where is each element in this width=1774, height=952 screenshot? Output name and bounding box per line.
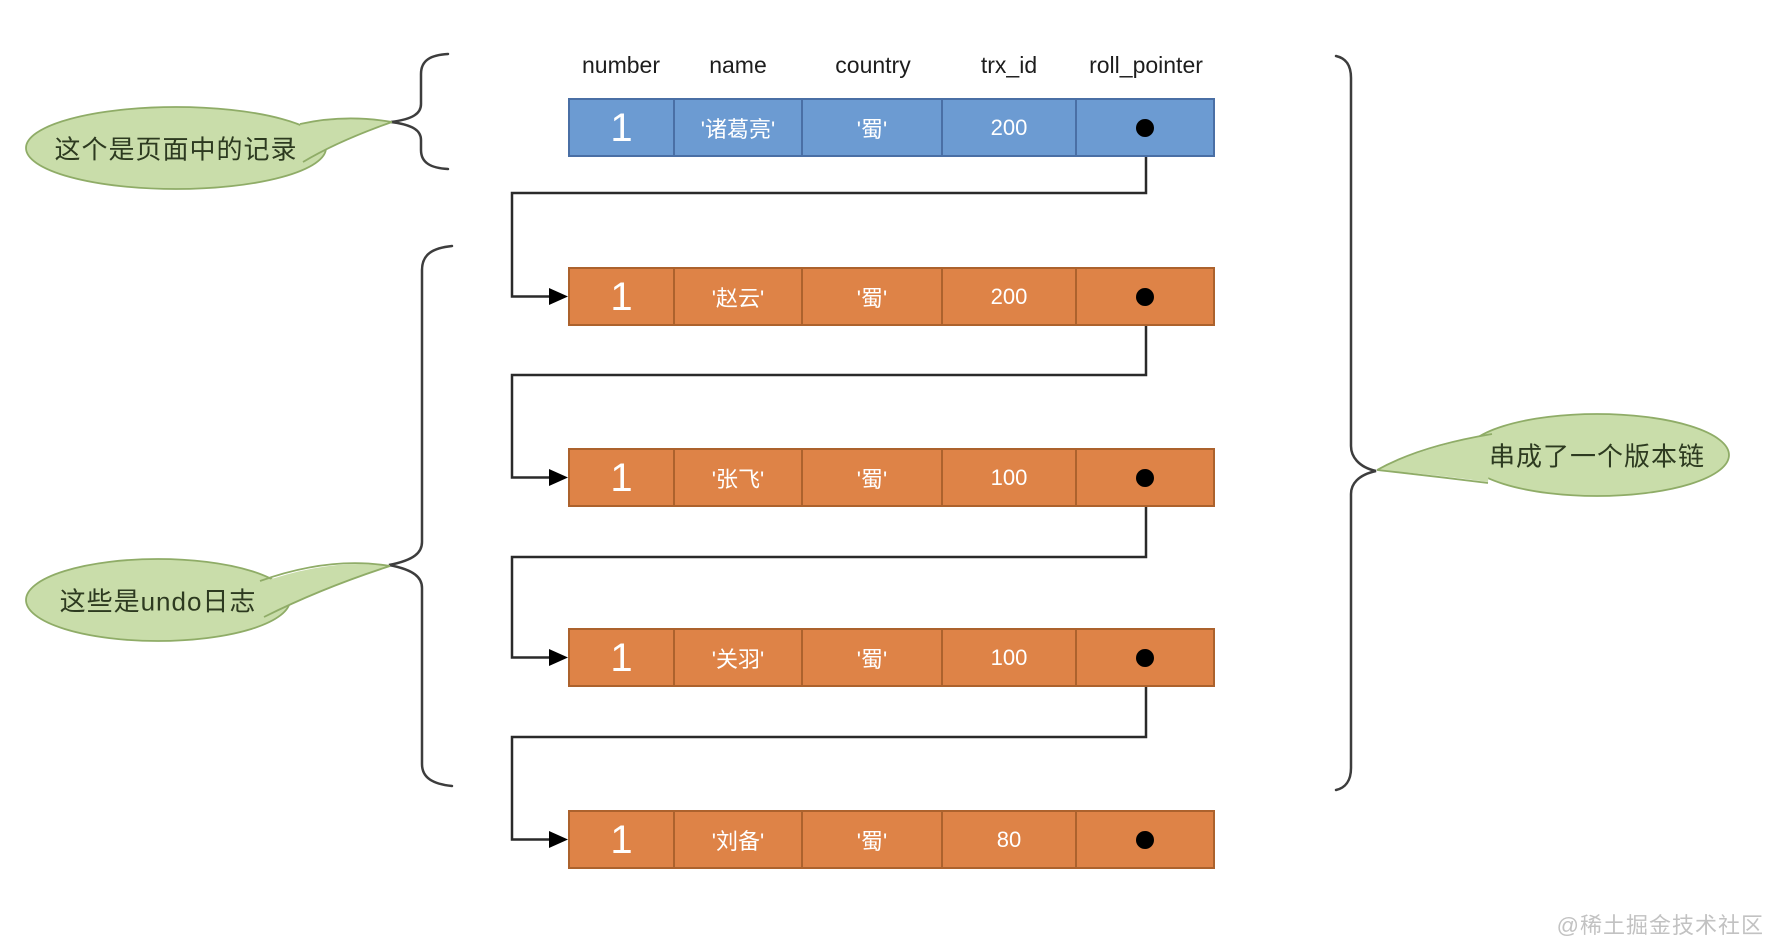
callout-tail-edge-undo-logs [259, 562, 391, 618]
cell-name: '赵云' [673, 267, 803, 326]
undo-log-row-2: 1 '张飞' '蜀' 100 [568, 448, 1215, 507]
connector-3 [510, 479, 1148, 659]
cell-trx-id: 80 [941, 810, 1077, 869]
cell-name: '关羽' [673, 628, 803, 687]
column-header-name: name [709, 52, 767, 78]
callout-tail-edge-page-record [299, 117, 393, 163]
cell-number: 1 [568, 810, 675, 869]
roll-pointer-dot [1136, 468, 1154, 487]
callout-tail-edge-version-chain [1376, 433, 1493, 484]
connector-2 [510, 298, 1148, 479]
cell-number: 1 [568, 448, 675, 507]
cell-number: 1 [568, 267, 675, 326]
left-small-brace [390, 52, 450, 171]
roll-pointer-dot [1136, 287, 1154, 306]
connector-3-arrowhead [549, 649, 568, 666]
cell-trx-id: 200 [941, 267, 1077, 326]
cell-name: '刘备' [673, 810, 803, 869]
column-header-country: country [835, 52, 911, 78]
cell-roll-pointer [1075, 267, 1215, 326]
connector-1-arrowhead [549, 288, 568, 305]
page-record-row: 1 '诸葛亮' '蜀' 200 [568, 98, 1215, 157]
cell-number: 1 [568, 628, 675, 687]
connector-4 [510, 659, 1148, 841]
callout-version-chain-label: 串成了一个版本链 [1488, 441, 1706, 472]
undo-log-row-1: 1 '赵云' '蜀' 200 [568, 267, 1215, 326]
cell-roll-pointer [1075, 810, 1215, 869]
callout-undo-logs-label: 这些是undo日志 [59, 586, 257, 617]
watermark: @稀土掘金技术社区 [1556, 913, 1764, 938]
cell-country: '蜀' [801, 628, 943, 687]
connector-4-arrowhead [549, 831, 568, 848]
roll-pointer-dot [1136, 118, 1154, 137]
column-header-roll-pointer: roll_pointer [1089, 52, 1203, 78]
connector-1 [510, 130, 1148, 298]
column-header-number: number [582, 52, 660, 78]
cell-country: '蜀' [801, 448, 943, 507]
cell-trx-id: 100 [941, 448, 1077, 507]
cell-roll-pointer [1075, 448, 1215, 507]
cell-country: '蜀' [801, 98, 943, 157]
column-header-trx-id: trx_id [980, 52, 1038, 78]
callout-tail-version-chain [1377, 434, 1492, 482]
cell-country: '蜀' [801, 810, 943, 869]
cell-name: '张飞' [673, 448, 803, 507]
cell-number: 1 [568, 98, 675, 157]
cell-name: '诸葛亮' [673, 98, 803, 157]
callout-page-record-label: 这个是页面中的记录 [54, 134, 298, 165]
undo-log-row-4: 1 '刘备' '蜀' 80 [568, 810, 1215, 869]
undo-log-row-3: 1 '关羽' '蜀' 100 [568, 628, 1215, 687]
roll-pointer-dot [1136, 830, 1154, 849]
left-tall-brace [388, 244, 454, 788]
cell-trx-id: 200 [941, 98, 1077, 157]
cell-roll-pointer [1075, 628, 1215, 687]
connector-2-arrowhead [549, 469, 568, 486]
callout-tail-undo-logs [260, 564, 390, 617]
cell-trx-id: 100 [941, 628, 1077, 687]
right-brace [1334, 54, 1377, 792]
cell-roll-pointer [1075, 98, 1215, 157]
roll-pointer-dot [1136, 648, 1154, 667]
cell-country: '蜀' [801, 267, 943, 326]
